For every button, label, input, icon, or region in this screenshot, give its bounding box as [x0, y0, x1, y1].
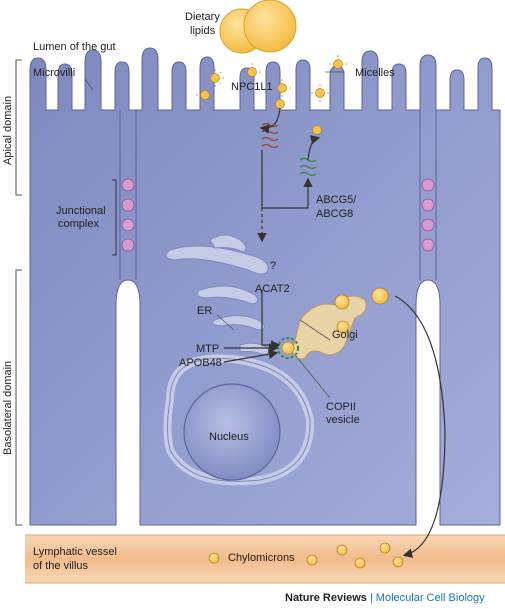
npc1l1-transporter	[261, 122, 279, 149]
junctional-complex-right	[421, 178, 435, 252]
cell-body	[29, 47, 501, 526]
junctional-complex-left	[121, 178, 135, 252]
question-label: ?	[270, 260, 276, 272]
junctional-complex-label-2: complex	[58, 218, 99, 230]
basolateral-domain-label: Basolateral domain	[2, 361, 14, 455]
apical-bracket	[15, 59, 22, 196]
lymphatic-vessel-label-2: of the villus	[33, 560, 89, 572]
credit-journal: Molecular Cell Biology	[375, 592, 485, 604]
chylomicrons	[208, 542, 404, 569]
abcg-label-2: ABCG8	[316, 208, 353, 220]
leader-lines	[84, 71, 345, 399]
er-label: ER	[197, 305, 212, 317]
credit-brand: Nature Reviews	[285, 592, 367, 604]
golgi-lipid-droplets	[334, 287, 389, 334]
nucleus	[183, 383, 281, 481]
mtp-label: MTP	[196, 343, 219, 355]
dietary-lipids	[219, 0, 297, 54]
copii-label-2: vesicle	[326, 414, 360, 426]
npc1l1-label: NPC1L1	[231, 81, 273, 93]
chylomicrons-label: Chylomicrons	[228, 552, 295, 564]
abcg-label-1: ABCG5/	[316, 194, 357, 206]
apob48-label: APOB48	[179, 357, 222, 369]
micelles-label: Micelles	[355, 67, 395, 79]
copii-label-1: COPII	[326, 401, 356, 413]
uptake-pathway-arrows	[223, 107, 446, 558]
dietary-lipids-label-1: Dietary	[185, 11, 220, 23]
junctional-complex-label-1: Junctional	[56, 205, 106, 217]
journal-credit: Nature Reviews|Molecular Cell Biology	[285, 592, 485, 604]
acat2-label: ACAT2	[255, 283, 290, 295]
credit-separator: |	[369, 592, 373, 604]
microvilli-label: Microvilli	[33, 67, 75, 79]
junctional-bracket	[112, 179, 117, 256]
endoplasmic-reticulum	[163, 234, 315, 486]
lumen-label: Lumen of the gut	[33, 41, 116, 53]
apical-domain-label: Apical domain	[2, 96, 14, 165]
basolateral-bracket	[15, 269, 22, 526]
nucleus-label: Nucleus	[209, 431, 249, 443]
lateral-membranes	[119, 110, 437, 280]
lymphatic-vessel	[25, 535, 505, 583]
dietary-lipids-label-2: lipids	[190, 25, 216, 37]
golgi-label: Golgi	[332, 329, 358, 341]
lymphatic-vessel-label-1: Lymphatic vessel	[33, 546, 117, 558]
